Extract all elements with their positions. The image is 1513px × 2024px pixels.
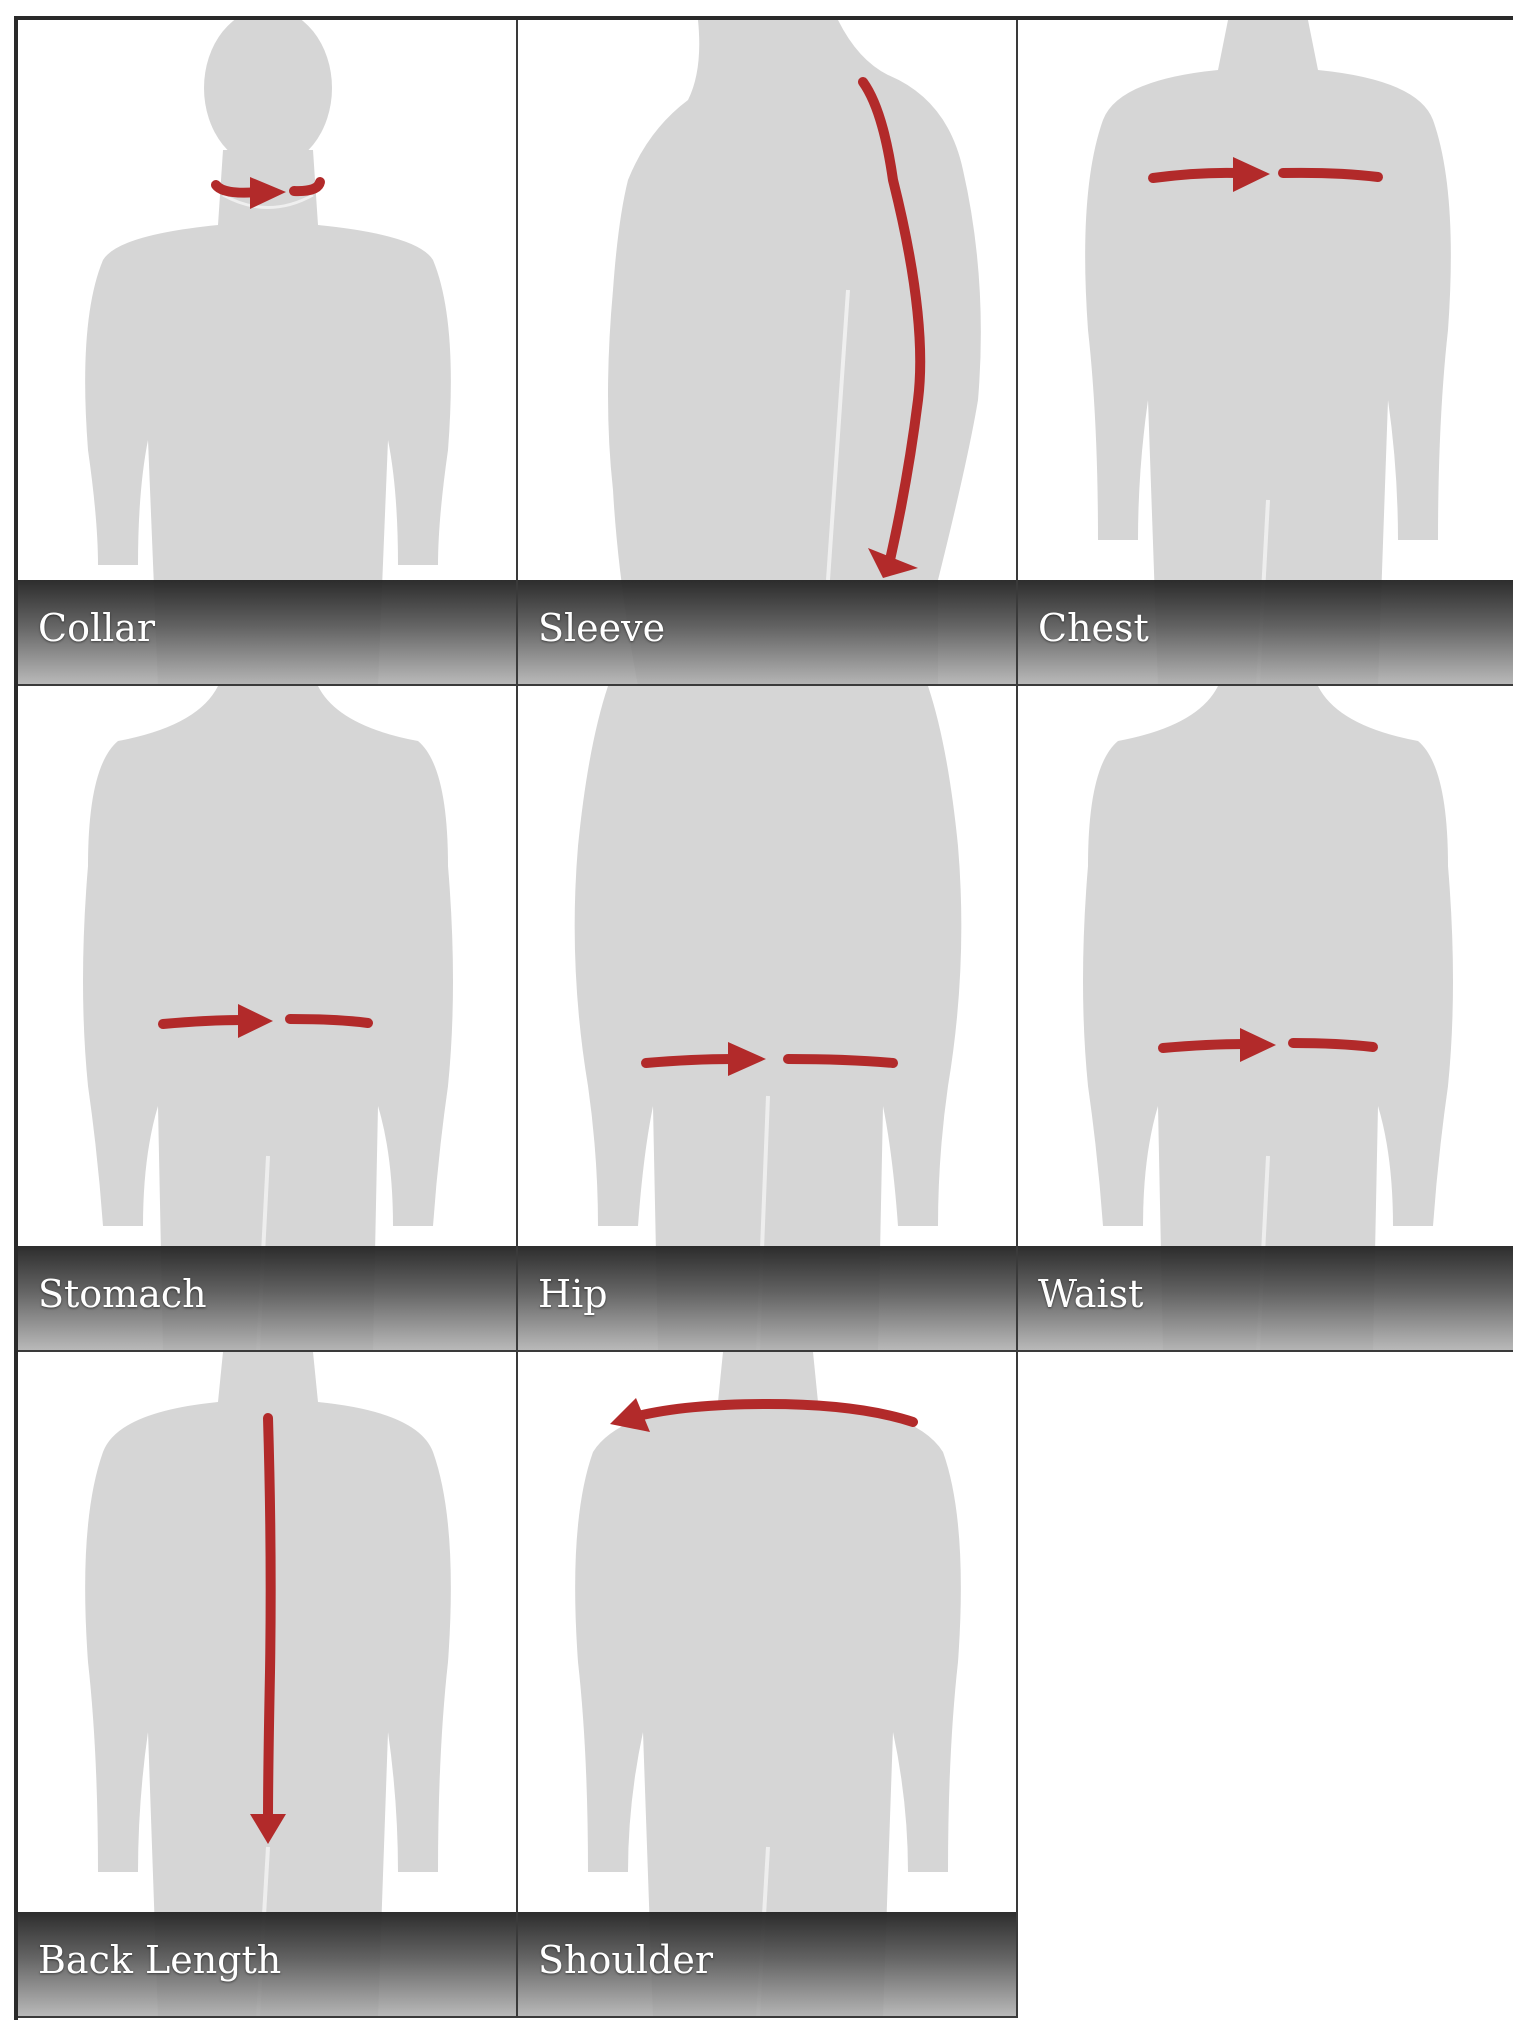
panel-stomach: Stomach [18, 686, 518, 1352]
panel-shoulder: Shoulder [518, 1352, 1018, 2018]
measurement-guide-grid: Collar Sleeve Chest [14, 16, 1513, 2020]
caption-bar: Back Length [18, 1912, 516, 2016]
panel-label: Stomach [38, 1272, 207, 1316]
panel-waist: Waist [1018, 686, 1513, 1352]
caption-bar: Shoulder [518, 1912, 1016, 2016]
panel-collar: Collar [18, 20, 518, 686]
caption-bar: Waist [1018, 1246, 1513, 1350]
panel-label: Waist [1038, 1272, 1143, 1316]
panel-label: Sleeve [538, 606, 665, 650]
empty-cell [1018, 1352, 1513, 2024]
panel-chest: Chest [1018, 20, 1513, 686]
panel-back-length: Back Length [18, 1352, 518, 2018]
caption-bar: Hip [518, 1246, 1016, 1350]
panel-label: Back Length [38, 1938, 281, 1982]
panel-label: Chest [1038, 606, 1149, 650]
caption-bar: Stomach [18, 1246, 516, 1350]
caption-bar: Sleeve [518, 580, 1016, 684]
panel-sleeve: Sleeve [518, 20, 1018, 686]
panel-label: Hip [538, 1272, 608, 1316]
caption-bar: Collar [18, 580, 516, 684]
caption-bar: Chest [1018, 580, 1513, 684]
panel-hip: Hip [518, 686, 1018, 1352]
panel-label: Shoulder [538, 1938, 713, 1982]
panel-label: Collar [38, 606, 155, 650]
